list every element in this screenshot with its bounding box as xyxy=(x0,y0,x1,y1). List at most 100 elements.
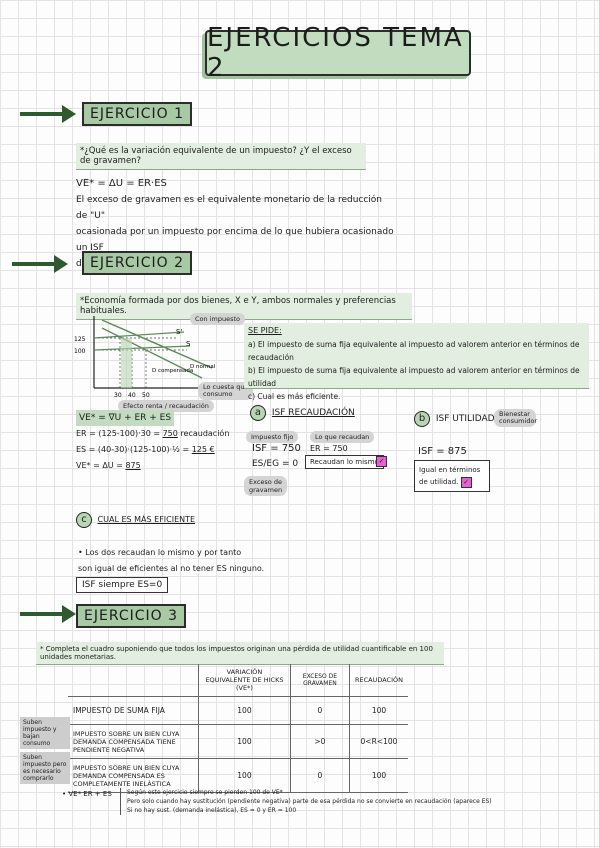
tag-line: gravamen xyxy=(249,486,283,494)
tag-line: consumo xyxy=(203,390,233,398)
block-c-title: CUAL ES MÁS EFICIENTE xyxy=(97,515,196,524)
box-line: Igual en términos xyxy=(419,466,481,474)
letter-c-badge: c xyxy=(76,512,92,528)
cell-recaudacion: 0<R<100 xyxy=(348,724,408,759)
exercise-2-calculations: VE* = ∇U + ER + ES ER = (125-100)·30 = 7… xyxy=(76,410,246,474)
block-c-text: • Los dos recaudan lo mismo y por tanto … xyxy=(78,545,264,577)
table-header-exceso: EXCESO DE GRAVAMEN xyxy=(289,664,350,697)
row-label: IMPUESTO SOBRE UN BIEN CUYA DEMANDA COMP… xyxy=(68,724,199,759)
check-icon: ✓ xyxy=(460,477,472,488)
calc-value: 125 € xyxy=(191,445,215,454)
recaudan-lo-mismo-box: Recaudan lo mismo xyxy=(305,455,384,469)
calc-line-4: VE* = ΔU = 875 xyxy=(76,458,246,474)
es-eg-0: ES/EG = 0 xyxy=(252,459,299,469)
answer-line: ocasionada por un impuesto por encima de… xyxy=(76,227,394,253)
tag-line: Exceso de xyxy=(249,478,282,486)
calc-text: recaudación xyxy=(177,429,230,438)
tag-efecto-renta: Efecto renta / recaudación xyxy=(118,400,214,412)
arrow-icon xyxy=(12,255,68,273)
exercise-3-question: * Completa el cuadro suponiendo que todo… xyxy=(36,642,444,665)
block-a-heading: a ISF RECAUDACIÓN xyxy=(250,405,355,421)
table-header-recaudacion: RECAUDACIÓN xyxy=(348,664,408,697)
block-b-title: ISF UTILIDAD xyxy=(435,414,495,424)
row-label: IMPUESTO DE SUMA FIJA xyxy=(68,696,199,725)
x-tick-30: 30 xyxy=(114,392,122,399)
se-pide-box: SE PIDE: a) El impuesto de suma fija equ… xyxy=(244,323,589,401)
check-icon: ✓ xyxy=(376,456,387,467)
text-line: son igual de eficientes al no tener ES n… xyxy=(78,564,265,573)
calc-line-1: VE* = ∇U + ER + ES xyxy=(76,410,175,426)
table-row: IMPUESTO SOBRE UN BIEN CUYA DEMANDA COMP… xyxy=(68,724,408,759)
table-header-ve: VARIACIÓN EQUIVALENTE DE HICKS (VE*) xyxy=(198,664,291,697)
isf-875: ISF = 875 xyxy=(418,446,467,457)
er-750: ER = 750 xyxy=(310,444,348,453)
letter-b-badge: b xyxy=(414,411,430,427)
exercise-2-question: *Economía formada por dos bienes, X e Y,… xyxy=(76,293,412,320)
tag-lo-que-recaudan: Lo que recaudan xyxy=(310,431,375,443)
curve-label-s-prime: S' xyxy=(176,328,182,336)
notes-prefix: • VE* ER + ES xyxy=(62,790,112,798)
note-line: Si no hay sust. (demanda inelástica), ES… xyxy=(127,807,297,814)
exercise-1-question: *¿Qué es la variación equivalente de un … xyxy=(76,143,366,170)
arrow-icon xyxy=(20,105,76,123)
se-pide-b: b) El impuesto de suma fija equivalente … xyxy=(248,366,580,388)
se-pide-c: c) Cual es más eficiente. xyxy=(248,392,341,401)
note-line: Según este ejercicio siempre se pierden … xyxy=(127,789,283,796)
tag-exceso-gravamen: Exceso de gravamen xyxy=(244,476,288,496)
cell-recaudacion: 100 xyxy=(348,696,408,725)
table-header-empty xyxy=(68,664,199,697)
cell-ve: 100 xyxy=(198,724,291,759)
calc-text: ER = (125-100)·30 = xyxy=(76,429,163,438)
exercise-3-table: VARIACIÓN EQUIVALENTE DE HICKS (VE*) EXC… xyxy=(68,664,408,793)
page-title: EJERCICIOS TEMA 2 xyxy=(205,23,471,83)
x-tick-50: 50 xyxy=(142,392,150,399)
block-a-title: ISF RECAUDACIÓN xyxy=(271,408,355,418)
cell-ve: 100 xyxy=(198,696,291,725)
answer-line: El exceso de gravamen es el equivalente … xyxy=(76,195,383,221)
exercise-2-heading: EJERCICIO 2 xyxy=(82,251,193,275)
calc-value: 750 xyxy=(162,429,178,438)
side-label-row-2: Suben impuesto y bajan consumo xyxy=(20,717,70,749)
table-row: IMPUESTO DE SUMA FIJA 100 0 100 xyxy=(68,696,408,725)
curve-label-d-normal: D normal xyxy=(190,364,216,370)
exercise-1-heading: EJERCICIO 1 xyxy=(82,102,193,126)
cell-ve: 100 xyxy=(198,758,291,793)
supply-demand-graph: 125 100 30 40 50 S' S D normal D compens… xyxy=(74,316,242,399)
tag-line: Lo cuesta que xyxy=(203,383,249,391)
block-b-heading: b ISF UTILIDAD xyxy=(414,411,495,427)
cell-recaudacion: 100 xyxy=(348,758,408,793)
cell-exceso: 0 xyxy=(289,696,350,725)
calc-text: VE* = ΔU = xyxy=(76,461,126,470)
x-tick-40: 40 xyxy=(128,392,136,399)
isf-750: ISF = 750 xyxy=(252,443,301,454)
igual-utilidad-box: Igual en términos de utilidad. ✓ xyxy=(414,460,490,492)
exercise-1-formula: VE* = ΔU = ER·ES xyxy=(76,178,167,189)
exercise-3-heading: EJERCICIO 3 xyxy=(76,604,187,628)
side-label-row-3: Suben impuesto pero es necesario comprar… xyxy=(20,752,70,784)
curve-label-d-comp: D compensada xyxy=(152,368,193,374)
calc-line-2: ER = (125-100)·30 = 750 recaudación xyxy=(76,426,246,442)
y-tick-100: 100 xyxy=(74,348,86,355)
text-line: • Los dos recaudan lo mismo y por tanto xyxy=(78,548,242,557)
curve-label-s: S xyxy=(186,340,191,348)
y-tick-125: 125 xyxy=(74,336,86,343)
arrow-icon xyxy=(20,605,76,623)
note-line: Pero solo cuando hay sustitución (pendie… xyxy=(127,798,492,805)
table-row: IMPUESTO SOBRE UN BIEN CUYA DEMANDA COMP… xyxy=(68,758,408,793)
letter-a-badge: a xyxy=(250,405,266,421)
calc-line-3: ES = (40-30)·(125-100)·½ = 125 € xyxy=(76,442,246,458)
table-header-row: VARIACIÓN EQUIVALENTE DE HICKS (VE*) EXC… xyxy=(68,664,408,697)
tag-con-impuesto: Con impuesto xyxy=(190,313,245,325)
isf-siempre-box: ISF siempre ES=0 xyxy=(76,577,169,593)
cell-exceso: 0 xyxy=(289,758,350,793)
tag-cuesta: Lo cuesta que consumo xyxy=(198,382,254,400)
box-text: de utilidad. xyxy=(419,478,459,486)
se-pide-a: a) El impuesto de suma fija equivalente … xyxy=(248,340,580,362)
cell-exceso: >0 xyxy=(289,724,350,759)
block-c-heading: c CUAL ES MÁS EFICIENTE xyxy=(76,512,195,528)
calc-value: 875 xyxy=(125,461,141,470)
notes-list: Según este ejercicio siempre se pierden … xyxy=(120,788,527,815)
se-pide-header: SE PIDE: xyxy=(248,326,282,335)
tag-impuesto-fijo: Impuesto fijo xyxy=(246,431,299,443)
box-line: de utilidad. ✓ xyxy=(419,476,485,488)
